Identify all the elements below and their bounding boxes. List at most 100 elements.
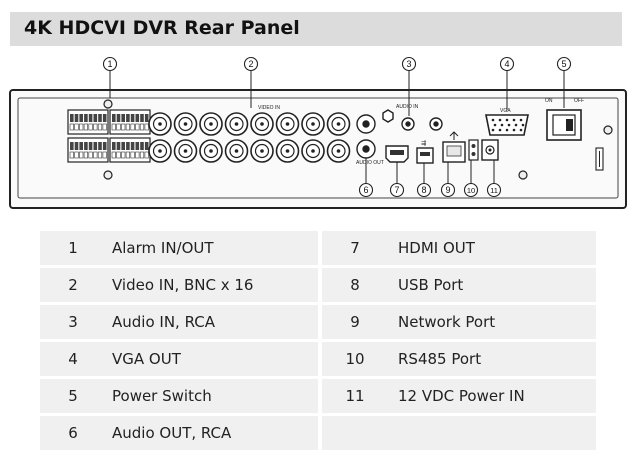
port-label: Network Port xyxy=(388,305,596,339)
terminal-pin-icon xyxy=(93,123,98,131)
port-label: VGA OUT xyxy=(106,342,318,376)
audio-out-rca xyxy=(356,139,376,159)
dc-power-port-icon xyxy=(488,148,492,152)
terminal-pin-icon xyxy=(88,114,93,122)
bnc-connector xyxy=(250,112,274,136)
callout-circle-icon xyxy=(102,56,118,72)
bnc-connector-icon xyxy=(311,149,315,153)
audio-out-label: AUDIO OUT xyxy=(356,160,384,166)
terminal-pin-icon xyxy=(69,123,74,131)
vga-pin-icon xyxy=(500,123,504,127)
on-label: ON xyxy=(545,98,553,104)
vga-label: VGA xyxy=(500,108,511,114)
callout-circle-icon xyxy=(486,182,502,198)
bnc-connector-icon xyxy=(158,122,162,126)
callout-circle-icon xyxy=(401,56,417,72)
screw-icon xyxy=(603,125,613,135)
vga-pin-icon xyxy=(507,123,511,127)
terminal-pin-icon xyxy=(84,142,88,150)
screw-icon xyxy=(103,99,113,109)
vga-pin-icon xyxy=(505,118,509,122)
terminal-pin-icon xyxy=(125,151,130,159)
terminal-pin-icon xyxy=(135,114,140,122)
terminal-pin-icon xyxy=(116,123,121,131)
callout-5: 5 xyxy=(556,56,572,108)
terminal-strip xyxy=(109,109,151,135)
bnc-connector-icon xyxy=(183,122,188,126)
terminal-pin-icon xyxy=(126,142,130,150)
rs485-port-icon xyxy=(471,152,476,156)
port-label: Video IN, BNC x 16 xyxy=(106,268,318,302)
bnc-connector xyxy=(224,112,249,136)
port-label: RS485 Port xyxy=(388,342,596,376)
column-gap xyxy=(318,305,322,339)
port-number: 9 xyxy=(322,305,388,339)
title-bar: 4K HDCVI DVR Rear Panel xyxy=(10,12,622,46)
callout-3: 3 xyxy=(401,56,417,116)
terminal-pin-icon xyxy=(144,114,149,122)
usb-symbol-icon: ⇶ xyxy=(421,140,426,147)
bnc-connector xyxy=(173,112,198,136)
callout-number: 11 xyxy=(490,186,498,195)
callout-number: 5 xyxy=(561,59,566,69)
terminal-pin-icon xyxy=(79,151,84,159)
audio-in-rca xyxy=(356,109,443,134)
usb-port: ⇶ xyxy=(416,140,434,164)
bnc-connector-icon xyxy=(234,149,239,153)
vga-pin-icon xyxy=(493,123,497,127)
terminal-pin-icon xyxy=(144,123,149,131)
screw-icon xyxy=(518,170,528,180)
terminal-pin-icon xyxy=(102,151,107,159)
callout-number: 7 xyxy=(394,185,399,195)
rca-jack-icon xyxy=(433,121,439,127)
vga-pin-icon xyxy=(491,118,495,122)
power-switch xyxy=(546,109,582,141)
terminal-pin-icon xyxy=(130,114,135,122)
terminal-pin-icon xyxy=(116,142,121,150)
column-gap xyxy=(318,231,322,265)
callout-11: 11 xyxy=(486,160,502,198)
terminal-pin-icon xyxy=(140,114,144,122)
callout-10: 10 xyxy=(463,160,479,198)
terminal-pin-icon xyxy=(88,123,93,131)
terminal-pin-icon xyxy=(144,151,149,159)
page-title: 4K HDCVI DVR Rear Panel xyxy=(24,17,300,39)
hex-nut-icon xyxy=(382,109,394,123)
callout-number: 9 xyxy=(445,185,450,195)
terminal-pin-icon xyxy=(126,114,130,122)
terminal-pin-icon xyxy=(70,114,74,122)
terminal-pin-icon xyxy=(79,114,83,122)
column-gap xyxy=(318,416,322,450)
terminal-pin-icon xyxy=(121,114,125,122)
vga-pin-icon xyxy=(514,123,518,127)
bnc-connector xyxy=(250,139,274,163)
bnc-connector xyxy=(224,139,249,163)
terminal-pin-icon xyxy=(83,151,88,159)
screw-icon xyxy=(103,170,113,180)
rca-jack-icon xyxy=(362,145,370,153)
port-number: 4 xyxy=(40,342,106,376)
callout-circle-icon xyxy=(463,182,479,198)
terminal-pin-icon xyxy=(84,114,88,122)
callout-number: 10 xyxy=(467,186,475,195)
bnc-connector xyxy=(301,112,325,136)
terminal-strip-icon xyxy=(109,109,151,135)
bnc-connector-icon xyxy=(183,149,188,153)
terminal-pin-icon xyxy=(98,114,102,122)
port-number xyxy=(322,416,388,450)
callout-number: 2 xyxy=(248,59,253,69)
callout-4: 4 xyxy=(499,56,515,110)
terminal-pin-icon xyxy=(116,114,121,122)
terminal-pin-icon xyxy=(112,142,116,150)
port-label: HDMI OUT xyxy=(388,231,596,265)
bnc-connector-icon xyxy=(209,149,213,153)
vga-port-icon xyxy=(485,114,529,136)
terminal-strip-icon xyxy=(67,137,109,163)
port-number: 3 xyxy=(40,305,106,339)
bnc-connector xyxy=(148,139,172,163)
callout-2: 2 xyxy=(243,56,259,108)
port-label: 12 VDC Power IN xyxy=(388,379,596,413)
